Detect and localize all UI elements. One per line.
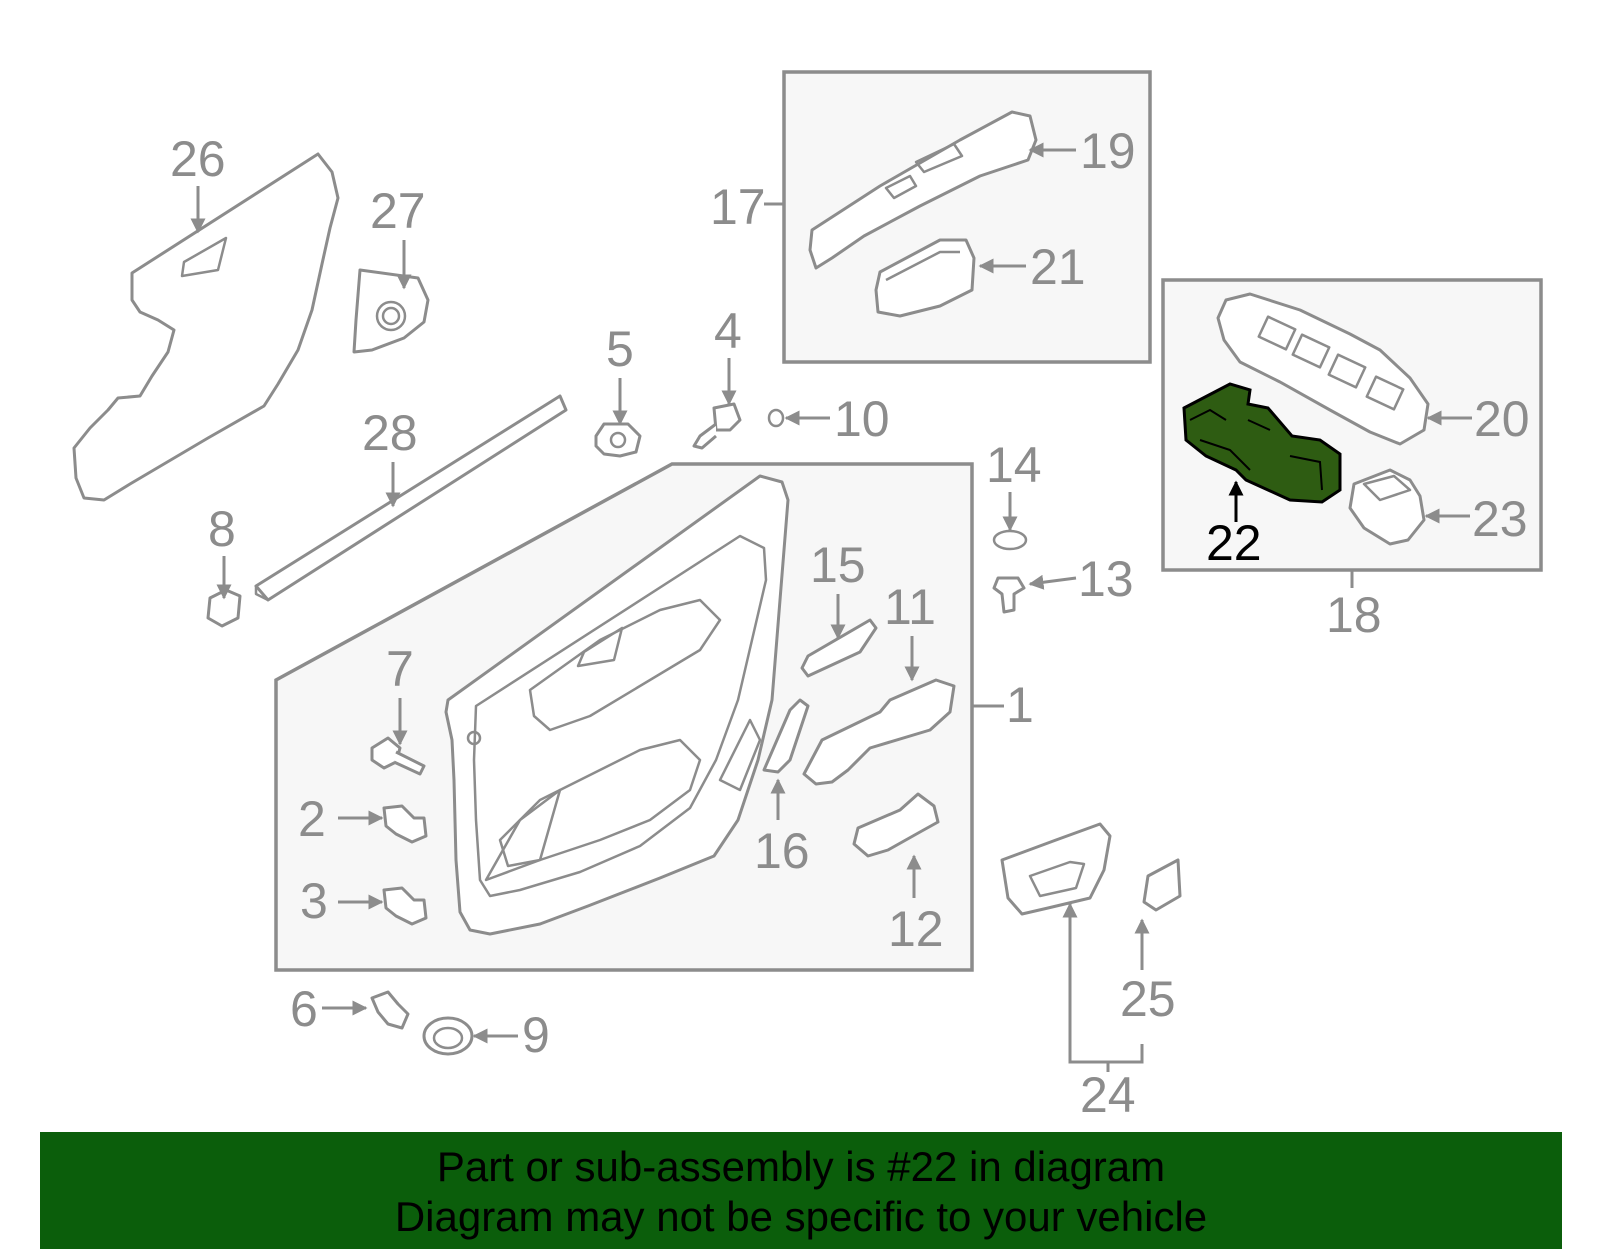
part-5-shape [594,422,642,458]
part-14-shape [992,529,1028,551]
part-22-highlighted-switch [1182,382,1342,504]
callout-22: 22 [1206,515,1262,571]
callout-20: 20 [1474,391,1530,447]
part-13-shape [992,576,1026,614]
callout-21: 21 [1030,239,1086,295]
part-19-btn-b [914,142,964,174]
part-3-shape [382,886,428,926]
callout-13: 13 [1078,551,1134,607]
part-21-shape [874,238,976,318]
callout-18: 18 [1326,587,1382,643]
callout-4: 4 [714,303,742,359]
part-20-shape [1216,292,1430,446]
callout-24: 24 [1080,1067,1136,1123]
part-15-shape [800,618,878,678]
callout-14: 14 [986,437,1042,493]
part-1-hole [466,730,482,746]
part-4-shape [712,402,742,432]
callout-3: 3 [300,873,328,929]
part-9-shape [422,1016,474,1056]
part-16-shape [762,698,810,774]
callout-7: 7 [386,641,414,697]
callout-12: 12 [888,901,944,957]
part-28-shape [254,394,568,602]
part-20-btn-a [1257,315,1297,351]
part-2-shape [382,804,428,844]
part-20-btn-c [1327,353,1367,389]
part-12-shape [852,792,940,858]
banner-line-2: Diagram may not be specific to your vehi… [394,1193,1208,1240]
callout-9: 9 [522,1007,550,1063]
leader-24 [1062,902,1108,1064]
part-26-shape [72,152,340,502]
part-25-shape [1142,858,1182,912]
part-24-inner [1028,860,1086,898]
part-27-speaker-inner [381,306,401,326]
part-20-btn-b [1291,333,1331,369]
part-5-hole [609,431,627,449]
part-23-top [1362,474,1412,502]
part-27-speaker [375,300,407,332]
callout-26: 26 [170,131,226,187]
leader-24-branch [1106,1044,1144,1072]
part-1-inner [472,534,768,898]
part-1-handle-recess [528,598,722,732]
part-1-window [576,626,624,668]
info-banner: Part or sub-assembly is #22 in diagram D… [40,1132,1562,1249]
part-6-shape [370,990,410,1030]
part-28-edge [254,586,269,602]
callout-5: 5 [606,321,634,377]
part-27-shape [352,268,430,354]
part-22-detail [1189,408,1323,491]
leader-13 [1028,574,1077,590]
callout-25: 25 [1120,971,1176,1027]
part-19-btn-a [884,174,918,200]
part-9-inner [432,1026,464,1050]
callout-27: 27 [370,183,426,239]
part-10-shape [767,408,785,428]
part-24-shape [1000,822,1112,916]
part-1-grill [718,718,762,792]
callout-2: 2 [298,791,326,847]
callout-16: 16 [754,823,810,879]
callout-8: 8 [208,501,236,557]
callout-17: 17 [710,179,766,235]
callout-11: 11 [884,579,936,635]
part-4-shaft [692,422,717,450]
part-26-window [180,236,228,278]
part-19-shape [808,110,1038,270]
part-1-outer [444,474,790,936]
part-11-shape [802,678,956,786]
part-20-btn-d [1365,375,1405,411]
callout-28: 28 [362,405,418,461]
callout-6: 6 [290,981,318,1037]
part-1-pocket [484,788,562,882]
part-21-top [885,250,960,282]
callout-15: 15 [810,537,866,593]
callout-10: 10 [834,391,890,447]
part-7-shaft [393,750,426,776]
banner-line-1: Part or sub-assembly is #22 in diagram [436,1143,1166,1190]
callout-19: 19 [1080,123,1136,179]
callout-1: 1 [1006,677,1034,733]
callout-23: 23 [1472,491,1528,547]
